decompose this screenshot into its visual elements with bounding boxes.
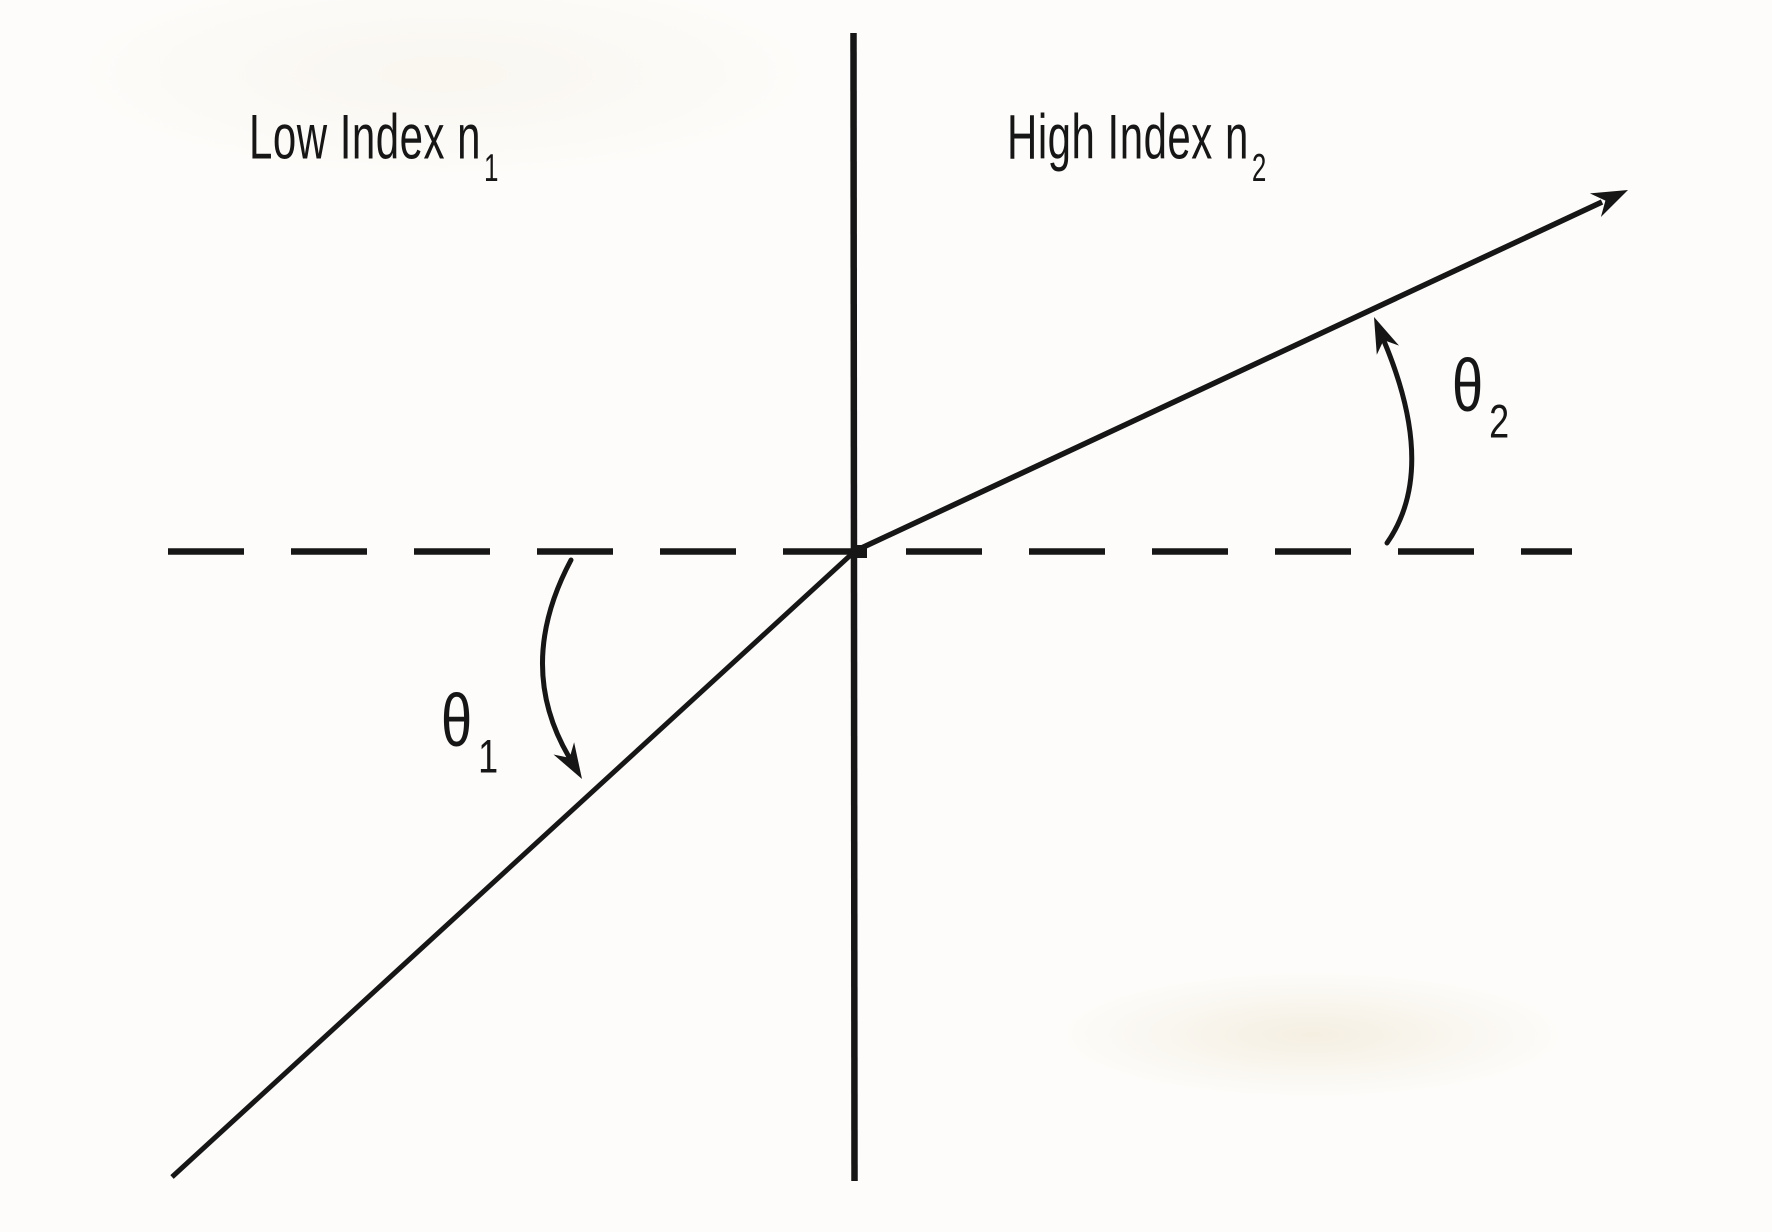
theta2-arc	[1381, 338, 1415, 546]
interface-line	[850, 32, 858, 1182]
incident-ray	[170, 549, 857, 1179]
high-index-region-text: High Index n	[1007, 101, 1249, 172]
theta2-subscript: 2	[1489, 393, 1510, 448]
theta1-arc	[540, 557, 574, 760]
theta2-arrowhead	[1374, 317, 1399, 355]
high-index-subscript: 2	[1251, 145, 1267, 190]
interface-intersection-dot	[851, 545, 867, 558]
theta1-arrowhead	[553, 742, 582, 779]
low-index-region-text: Low Index n	[249, 101, 481, 172]
refracted-ray	[853, 199, 1604, 554]
theta1-subscript: 1	[478, 728, 499, 783]
refracted-ray-arrowhead	[1589, 190, 1628, 217]
low-index-subscript: 1	[484, 145, 499, 190]
theta2-symbol: θ	[1452, 343, 1484, 427]
theta1-symbol: θ	[441, 678, 473, 762]
